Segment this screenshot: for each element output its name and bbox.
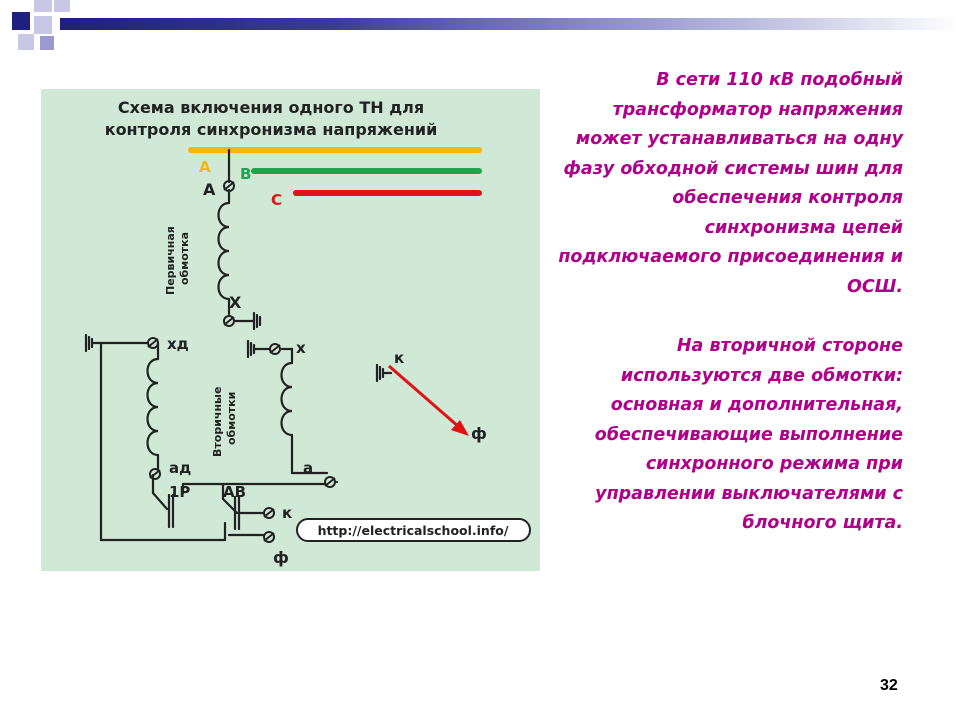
primary-winding <box>217 201 231 301</box>
url-text: http://electricalschool.info/ <box>318 523 509 538</box>
label-k-right: к <box>394 349 404 367</box>
diagram-title-line1: Схема включения одного ТН для <box>118 98 424 117</box>
diagram-title-line2: контроля синхронизма напряжений <box>105 120 438 139</box>
slide-body-text: В сети 110 кВ подобный трансформатор нап… <box>555 66 903 539</box>
corner-square-5 <box>18 34 34 50</box>
terminals <box>147 180 336 543</box>
phase-arrow-head <box>451 420 469 436</box>
label-primary-1: Первичная <box>164 226 177 295</box>
label-x-small: х <box>296 339 306 357</box>
paragraph-1: В сети 110 кВ подобный трансформатор нап… <box>558 70 903 297</box>
label-ad: ад <box>169 459 191 477</box>
phase-arrow <box>388 364 460 429</box>
label-secondary-1: Вторичные <box>211 387 224 457</box>
label-k-bottom: к <box>282 504 292 522</box>
label-phase-b: В <box>240 165 251 183</box>
label-secondary-2: обмотки <box>225 392 238 445</box>
circuit-diagram: Схема включения одного ТН для контроля с… <box>41 89 540 571</box>
label-phase-c: С <box>271 191 282 209</box>
url-badge <box>296 518 531 542</box>
corner-square-1 <box>12 12 30 30</box>
secondary-winding-additional <box>146 357 160 457</box>
corner-square-3 <box>54 0 70 12</box>
header-gradient-bar <box>60 18 960 30</box>
corner-square-4 <box>34 16 52 34</box>
label-a-small: а <box>303 459 313 477</box>
label-f-bottom: ф <box>273 548 289 567</box>
label-xd: хд <box>167 335 189 353</box>
label-terminal-x: Х <box>229 293 242 312</box>
page-number: 32 <box>880 677 898 694</box>
paragraph-2: На вторичной стороне используются две об… <box>594 336 903 533</box>
label-1r: 1Р <box>169 483 190 501</box>
label-phase-a: А <box>199 158 211 176</box>
secondary-winding-main <box>280 361 294 437</box>
label-av: АВ <box>223 483 246 501</box>
label-primary-2: обмотка <box>178 232 191 285</box>
label-terminal-a: А <box>203 180 216 199</box>
corner-square-6 <box>40 36 54 50</box>
corner-square-2 <box>34 0 52 12</box>
label-f-right: ф <box>471 424 487 443</box>
